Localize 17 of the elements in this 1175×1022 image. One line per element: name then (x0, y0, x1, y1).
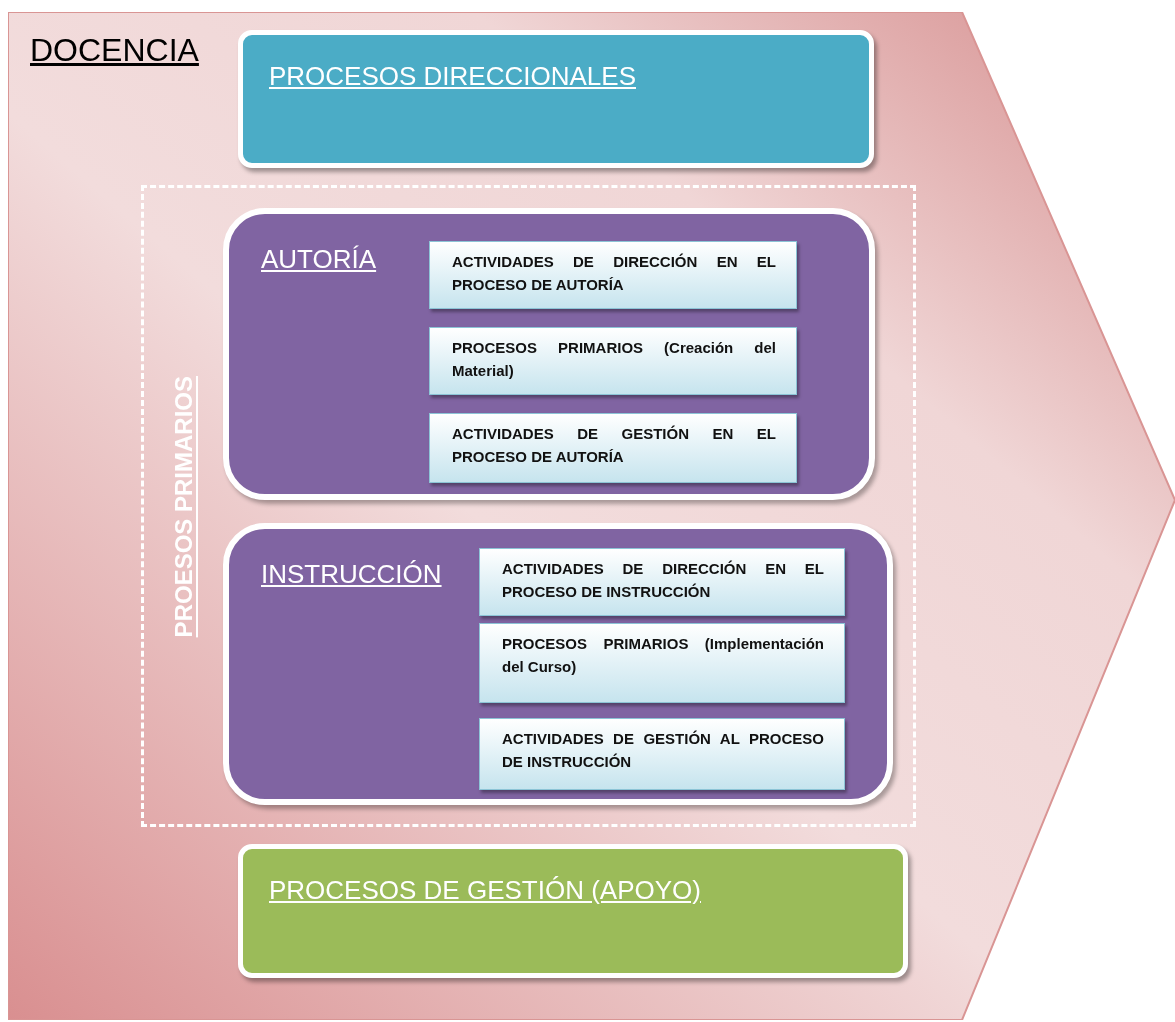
process-band (238, 844, 908, 978)
band-title: PROCESOS DIRECCIONALES (269, 61, 636, 92)
activity-box: ACTIVIDADES DE DIRECCIÓN EN EL PROCESO DE AUTORÍA (429, 241, 797, 309)
process-group (223, 208, 875, 500)
activity-box: PROCESOS PRIMARIOS (Creación del Material) (429, 327, 797, 395)
process-band (238, 30, 874, 168)
activity-box: PROCESOS PRIMARIOS (Implementación del Curso) (479, 623, 845, 703)
vertical-title: PROESOS PRIMARIOS (170, 375, 198, 637)
group-title: AUTORÍA (261, 244, 377, 275)
band-title: PROCESOS DE GESTIÓN (APOYO) (269, 875, 701, 906)
activity-box: ACTIVIDADES DE DIRECCIÓN EN EL PROCESO DE INSTRUCCIÓN (479, 548, 845, 616)
group-title: INSTRUCCIÓN (261, 559, 442, 590)
process-group (223, 523, 893, 805)
dashed-frame (141, 185, 916, 827)
panel-title: DOCENCIA (30, 32, 199, 69)
activity-box: ACTIVIDADES DE GESTIÓN AL PROCESO DE INSTRUCCIÓN (479, 718, 845, 790)
activity-box: ACTIVIDADES DE GESTIÓN EN EL PROCESO DE AUTORÍA (429, 413, 797, 483)
